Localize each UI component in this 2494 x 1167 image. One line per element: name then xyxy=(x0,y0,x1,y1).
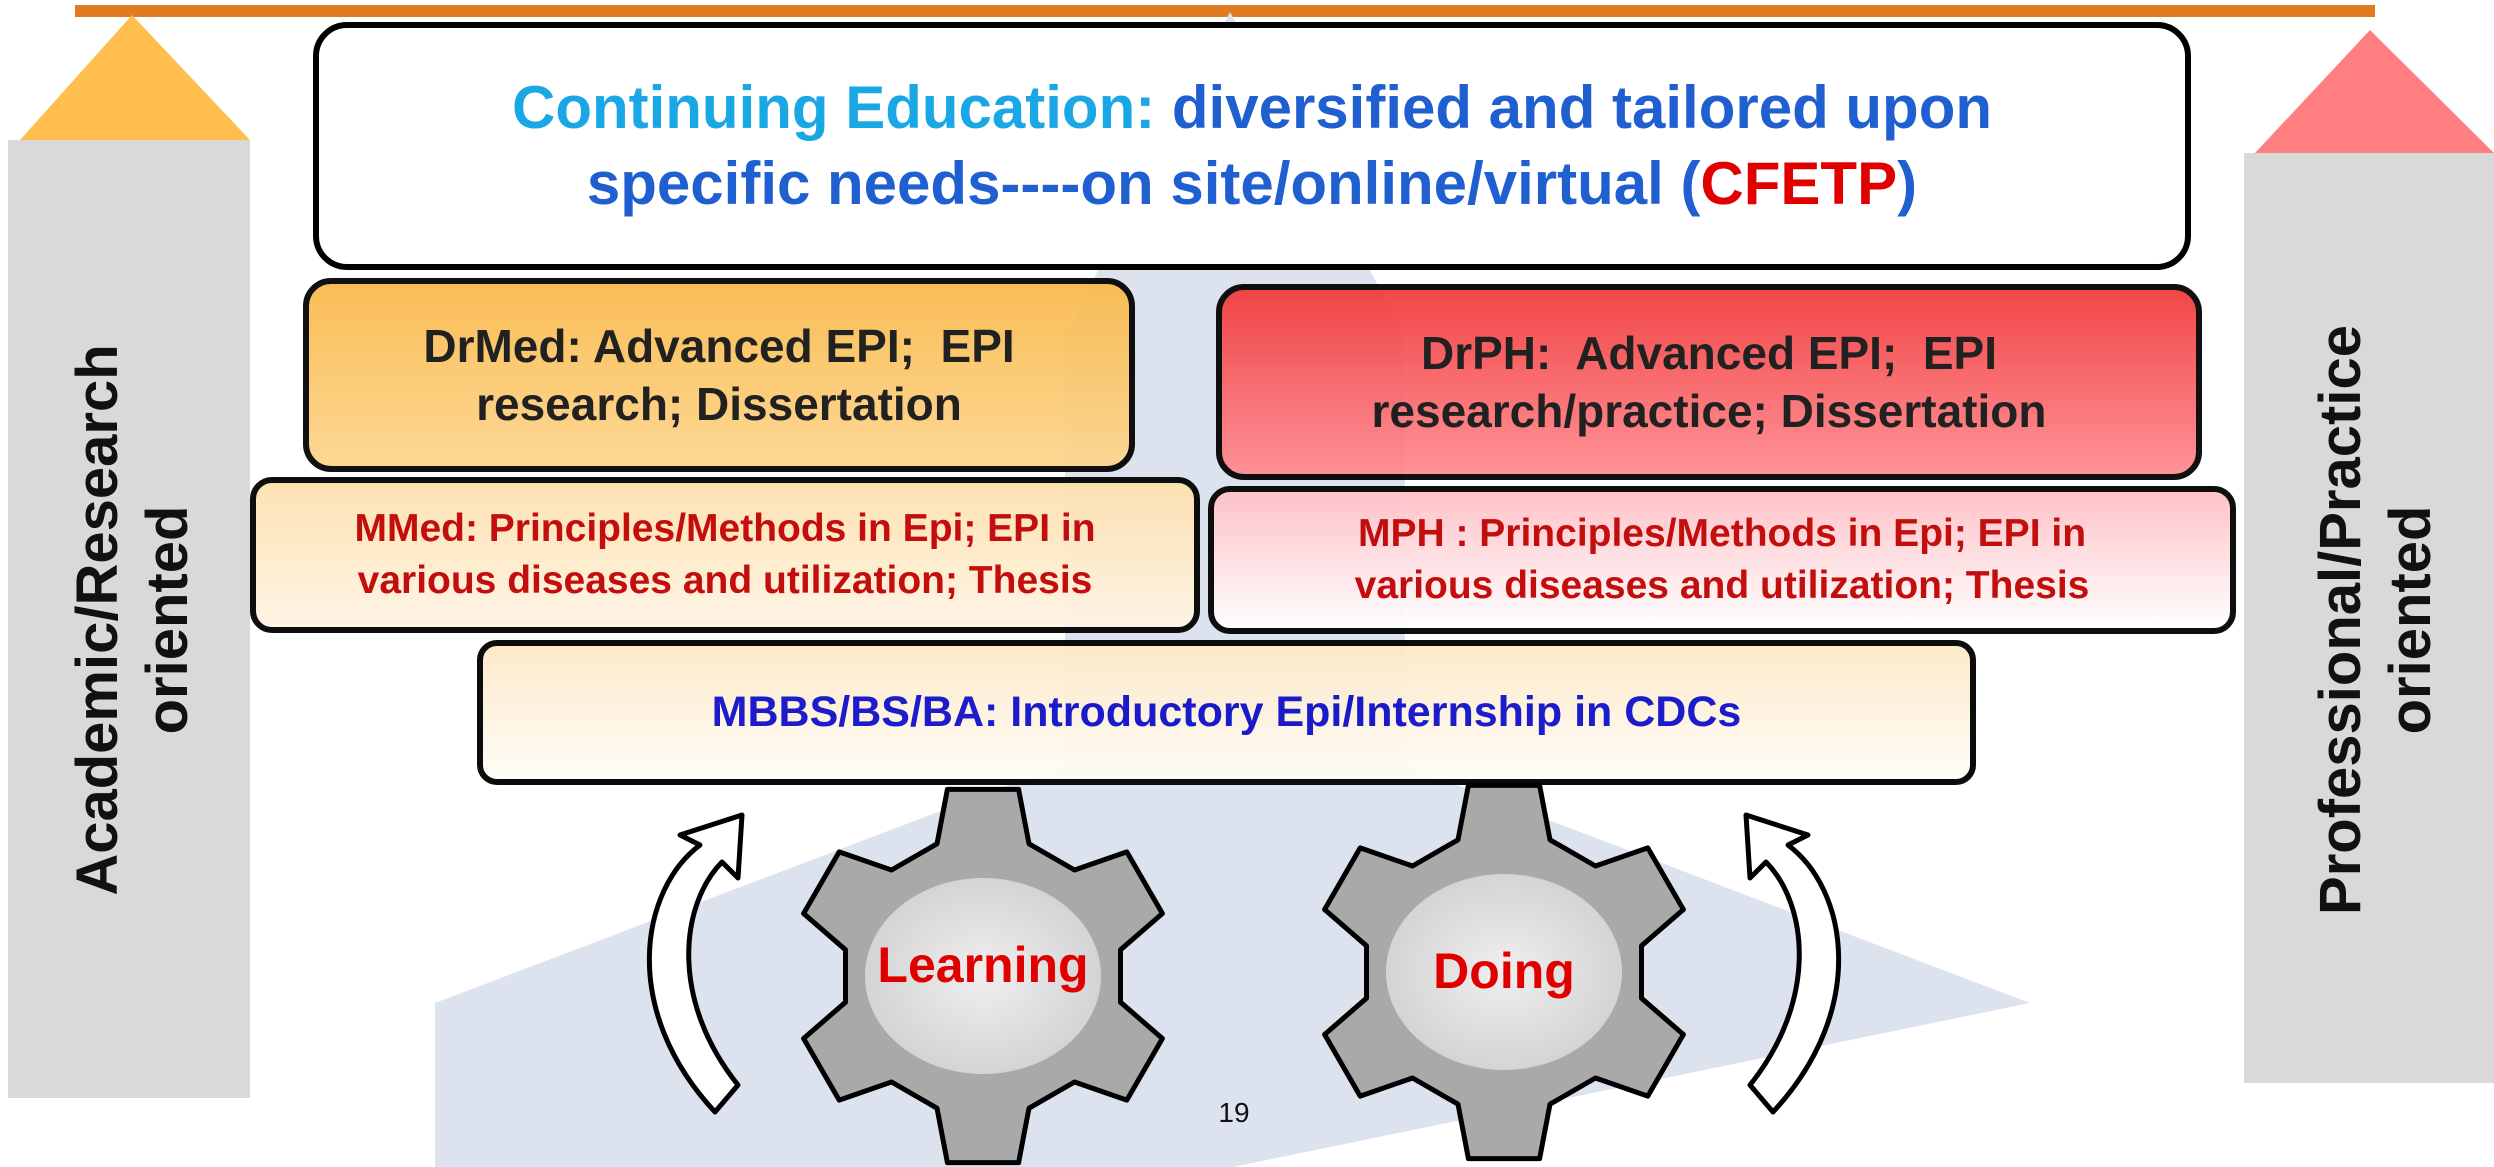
practice-arrow-shaft xyxy=(2244,153,2494,1083)
mph-line1: MPH : Principles/Methods in Epi; EPI in xyxy=(1357,512,2087,555)
continuing-education-line1-rest: diversified and tailored upon xyxy=(1171,74,1992,141)
mph-box: MPH : Principles/Methods in Epi; EPI in … xyxy=(1208,486,2236,634)
continuing-education-line2-start: specific needs----on site/online/virtual… xyxy=(586,150,1701,217)
page-number: 19 xyxy=(1218,1097,1250,1128)
academic-research-label: Academic/Research oriented xyxy=(63,344,203,895)
professional-practice-line2: oriented xyxy=(2378,505,2443,735)
academic-research-line1: Academic/Research xyxy=(65,344,130,896)
continuing-education-line2-end: ) xyxy=(1897,150,1918,217)
professional-practice-line1: Professional/Practice xyxy=(2308,325,2373,915)
continuing-education-box: Continuing Education: diversified and ta… xyxy=(313,22,2191,270)
mmed-line2: various diseases and utilization; Thesis xyxy=(357,559,1093,602)
doing-label: Doing xyxy=(1433,943,1575,999)
continuing-education-prefix: Continuing Education: xyxy=(512,74,1156,141)
drmed-line2: research; Dissertation xyxy=(476,378,962,430)
learning-label: Learning xyxy=(877,937,1089,993)
professional-practice-label: Professional/Practice oriented xyxy=(2306,325,2446,915)
gear-learning-icon xyxy=(801,786,1165,1166)
practice-arrow-head xyxy=(2255,30,2494,153)
drmed-line1: DrMed: Advanced EPI; EPI xyxy=(423,320,1015,372)
gear-doing-hub xyxy=(1386,874,1622,1070)
mph-line2: various diseases and utilization; Thesis xyxy=(1354,564,2090,607)
top-rule xyxy=(75,5,2375,17)
mmed-box: MMed: Principles/Methods in Epi; EPI in … xyxy=(250,477,1200,633)
mbbs-box: MBBS/BS/BA: Introductory Epi/Internship … xyxy=(477,640,1976,785)
academic-arrow-head xyxy=(20,15,250,140)
curved-arrow-left xyxy=(646,812,745,1115)
mbbs-text: MBBS/BS/BA: Introductory Epi/Internship … xyxy=(711,688,1742,736)
gear-learning-hub xyxy=(865,878,1101,1074)
academic-research-line2: oriented xyxy=(135,505,200,735)
drph-box: DrPH: Advanced EPI; EPI research/practic… xyxy=(1216,284,2202,480)
academic-arrow-shaft xyxy=(8,140,250,1098)
drmed-box: DrMed: Advanced EPI; EPI research; Disse… xyxy=(303,278,1135,472)
continuing-education-line2: specific needs----on site/online/virtual… xyxy=(587,146,1917,222)
drph-line1: DrPH: Advanced EPI; EPI xyxy=(1421,327,1997,379)
mmed-line1: MMed: Principles/Methods in Epi; EPI in xyxy=(354,507,1096,550)
cfetp-highlight: CFETP xyxy=(1700,150,1898,217)
drph-line2: research/practice; Dissertation xyxy=(1371,385,2047,437)
curved-arrow-right xyxy=(1743,812,1842,1115)
continuing-education-line1: Continuing Education: diversified and ta… xyxy=(512,70,1992,146)
gear-doing-icon xyxy=(1322,782,1686,1162)
